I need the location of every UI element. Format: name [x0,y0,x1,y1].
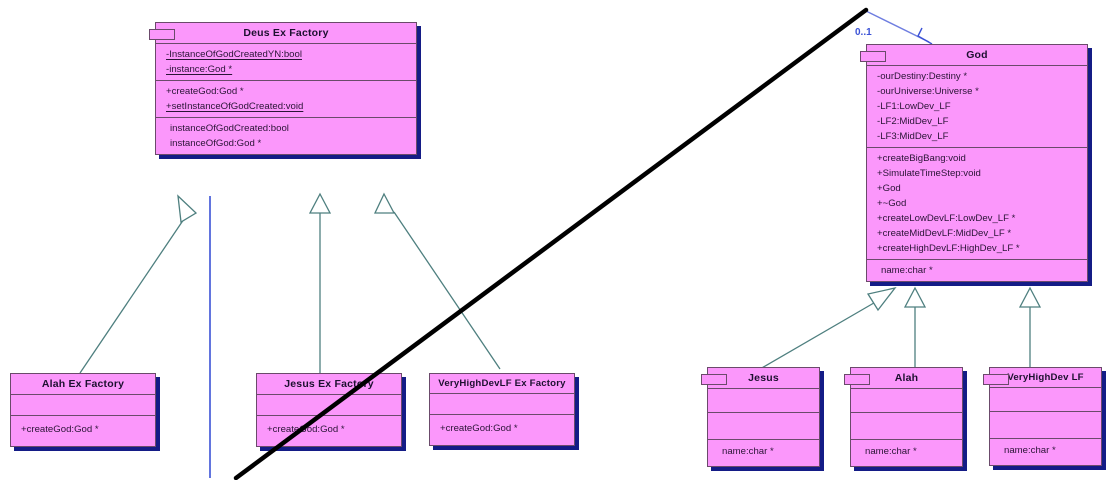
class-title: VeryHighDevLF Ex Factory [438,378,566,389]
operation-item: +createGod:God * [166,86,244,97]
class-box-jesus-ex-factory[interactable]: Jesus Ex Factory +createGod:God * [256,373,402,447]
class-title: VeryHighDev LF [1007,372,1084,383]
class-tag-icon [844,374,870,385]
attributes-compartment [708,388,819,412]
class-title: God [966,49,988,61]
generalization-alahexfactory-to-deusexfactory [79,194,198,374]
operation-item: +createLowDevLF:LowDev_LF * [877,213,1016,224]
class-box-jesus[interactable]: Jesus name:char * [701,367,820,467]
operation-item: +SimulateTimeStep:void [877,168,981,179]
class-box-veryhighdevlf-ex-factory[interactable]: VeryHighDevLF Ex Factory +createGod:God … [429,373,575,446]
class-tag-icon [860,51,886,62]
class-title: Deus Ex Factory [243,27,329,39]
operation-item: +createGod:God * [267,424,345,435]
attribute-item: -instance:God * [166,64,233,75]
extra-item: instanceOfGod:God * [170,138,262,149]
class-tag-icon [983,374,1009,385]
class-box-veryhighdev-lf[interactable]: VeryHighDev LF name:char * [983,367,1102,466]
operations-compartment: +createBigBang:void +SimulateTimeStep:vo… [867,147,1087,259]
attribute-item: -LF2:MidDev_LF [877,116,949,127]
operation-item: +createGod:God * [440,423,518,434]
class-box-alah[interactable]: Alah name:char * [844,367,963,467]
attributes-compartment: -InstanceOfGodCreatedYN:bool -instance:G… [156,43,416,80]
class-box-god[interactable]: God -ourDestiny:Destiny * -ourUniverse:U… [860,44,1088,282]
operation-item: +createMidDevLF:MidDev_LF * [877,228,1012,239]
class-box-alah-ex-factory[interactable]: Alah Ex Factory +createGod:God * [10,373,156,447]
operation-item: +~God [877,198,907,209]
generalization-veryhighdevlf-to-god [1018,286,1042,369]
operation-item: +createHighDevLF:HighDev_LF * [877,243,1020,254]
class-tag-icon [149,29,175,40]
generalization-veryhighdevlfexfactory-to-deusexfactory [373,192,501,370]
attributes-compartment: -ourDestiny:Destiny * -ourUniverse:Unive… [867,65,1087,147]
operations-compartment [708,412,819,439]
operations-compartment [990,411,1101,438]
extras-compartment: instanceOfGodCreated:bool instanceOfGod:… [156,117,416,154]
extra-item: name:char * [865,446,917,457]
operation-item: +God [877,183,901,194]
class-tag-icon [701,374,727,385]
extras-compartment: name:char * [990,438,1101,465]
generalization-jesus-to-god [759,286,897,370]
generalization-alah-to-god [903,286,927,369]
attribute-item: -LF3:MidDev_LF [877,131,949,142]
extra-item: name:char * [881,265,933,276]
extras-compartment: name:char * [867,259,1087,281]
class-title: Jesus Ex Factory [284,378,374,390]
extra-item: name:char * [1004,445,1056,456]
generalization-jesusexfactory-to-deusexfactory [308,192,332,373]
operation-item: +createGod:God * [21,424,99,435]
attributes-compartment [990,387,1101,411]
attributes-compartment [257,394,401,415]
extras-compartment: name:char * [851,439,962,466]
class-box-deus-ex-factory[interactable]: Deus Ex Factory -InstanceOfGodCreatedYN:… [149,22,417,155]
operations-compartment: +createGod:God * [430,414,574,445]
extras-compartment: name:char * [708,439,819,466]
operations-compartment: +createGod:God * [11,415,155,446]
attribute-item: -InstanceOfGodCreatedYN:bool [166,49,302,60]
operation-item: +createBigBang:void [877,153,966,164]
operations-compartment: +createGod:God * [257,415,401,446]
class-title: Alah Ex Factory [41,378,125,390]
multiplicity-label-0to1: 0..1 [855,27,872,38]
attributes-compartment [851,388,962,412]
attribute-item: -ourDestiny:Destiny * [877,71,968,82]
operation-item: +setInstanceOfGodCreated:void [166,101,304,112]
operations-compartment [851,412,962,439]
extra-item: instanceOfGodCreated:bool [170,123,289,134]
attribute-item: -ourUniverse:Universe * [877,86,979,97]
operations-compartment: +createGod:God * +setInstanceOfGodCreate… [156,80,416,117]
extra-item: name:char * [722,446,774,457]
attributes-compartment [11,394,155,415]
class-title: Alah [894,372,919,384]
attribute-item: -LF1:LowDev_LF [877,101,951,112]
attributes-compartment [430,393,574,414]
